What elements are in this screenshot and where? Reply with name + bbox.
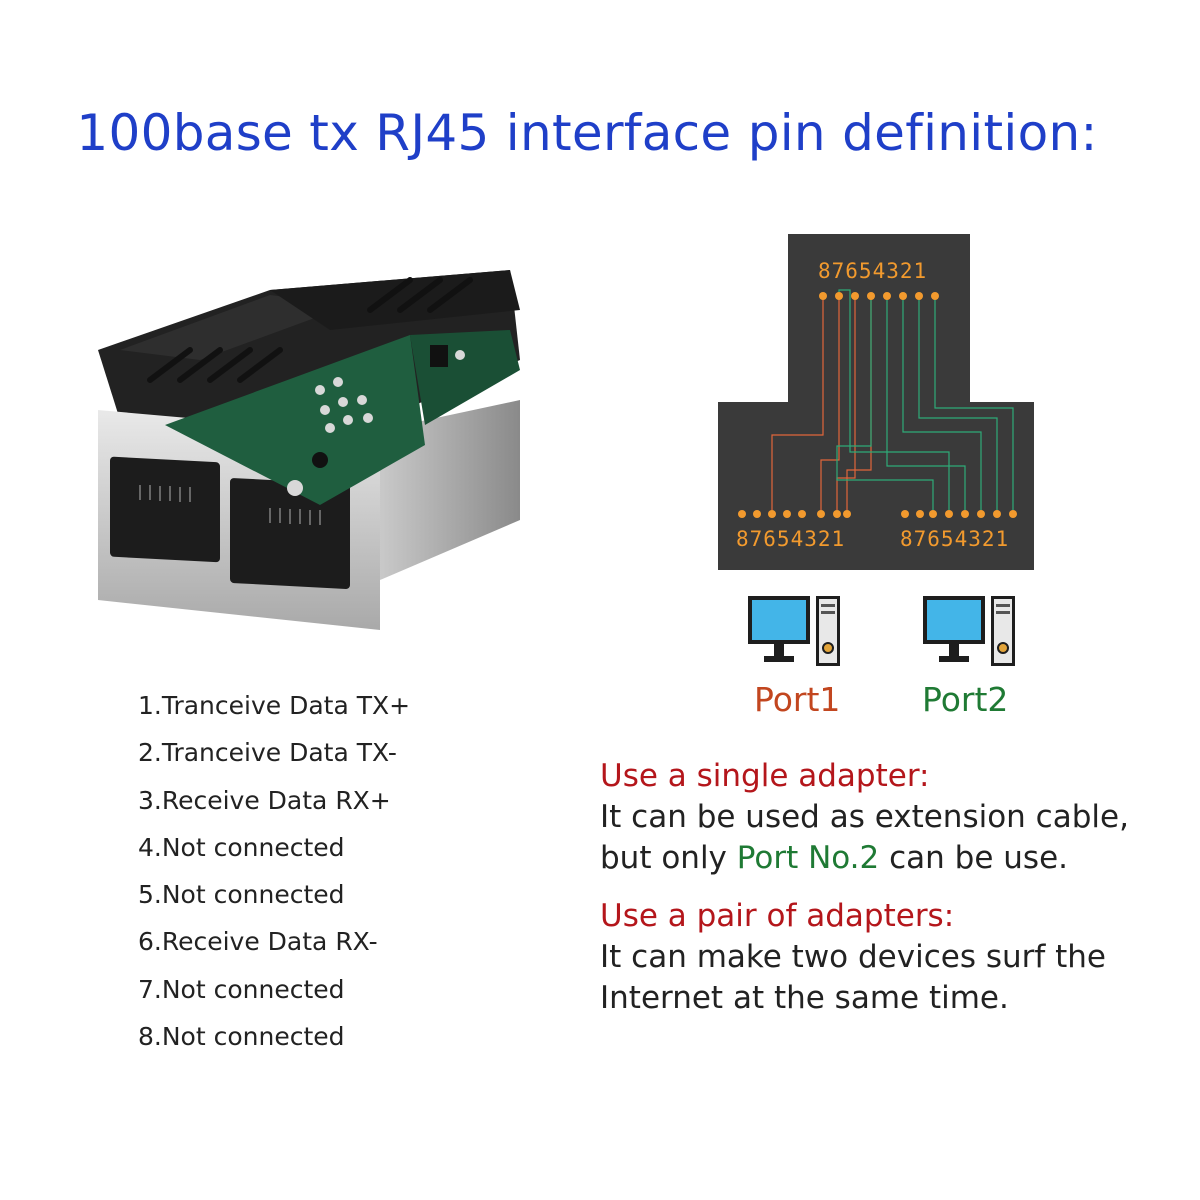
computer-icon	[748, 596, 840, 666]
usage-notes: Use a single adapter: It can be used as …	[600, 756, 1190, 1019]
single-adapter-line2-post: can be use.	[879, 840, 1068, 876]
board-shape	[718, 234, 1034, 570]
single-adapter-line1: It can be used as extension cable,	[600, 799, 1129, 835]
pair-adapter-line1: It can make two devices surf the	[600, 939, 1107, 975]
list-item: 1.Tranceive Data TX+	[138, 691, 411, 720]
pin-definition-list: 1.Tranceive Data TX+ 2.Tranceive Data TX…	[138, 682, 410, 1060]
list-item: 5.Not connected	[138, 880, 345, 910]
port1-label: Port1	[754, 680, 841, 719]
left-pin-numbers: 87654321	[736, 527, 845, 551]
pair-adapter-line2: Internet at the same time.	[600, 980, 1009, 1016]
top-pin-numbers: 87654321	[818, 259, 927, 283]
right-pin-numbers: 87654321	[900, 527, 1009, 551]
list-item: 7.Not connected	[138, 974, 345, 1004]
left-pin-dots	[738, 510, 851, 518]
page-title: 100base tx RJ45 interface pin definition…	[76, 104, 1098, 162]
list-item: 3.Receive Data RX+	[138, 785, 391, 815]
list-item: 8.Not connected	[138, 1022, 345, 1052]
port-no2-highlight: Port No.2	[736, 840, 880, 876]
computer-icon	[923, 596, 1015, 666]
list-item: 6.Receive Data RX-	[138, 927, 378, 957]
wires	[771, 289, 1014, 510]
wiring-diagram: 87654321 87654321 87654321	[718, 234, 1034, 570]
single-adapter-heading: Use a single adapter:	[600, 758, 930, 794]
list-item: 2.Tranceive Data TX-	[138, 738, 397, 768]
single-adapter-line2-pre: but only	[600, 840, 737, 876]
rj45-splitter-adapter-image	[98, 270, 520, 630]
single-adapter-line2: but only Port No.2 can be use.	[600, 838, 1190, 879]
pair-adapter-heading: Use a pair of adapters:	[600, 898, 955, 934]
right-pin-dots	[901, 510, 1017, 518]
top-pin-dots	[819, 292, 939, 300]
port2-label: Port2	[922, 680, 1009, 719]
list-item: 4.Not connected	[138, 832, 345, 862]
